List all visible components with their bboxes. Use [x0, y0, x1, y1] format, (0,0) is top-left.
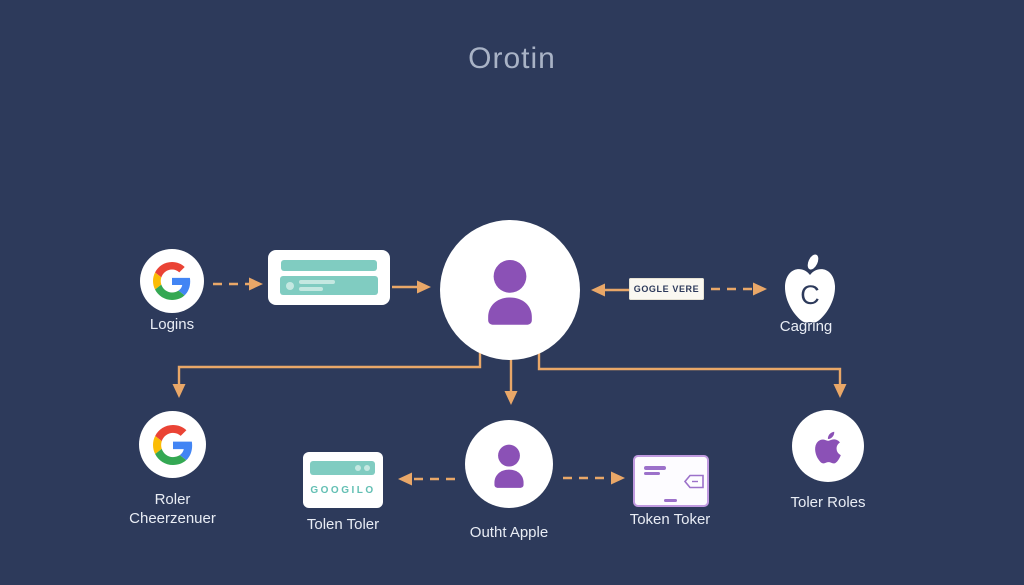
arrow-login-to-form	[213, 277, 263, 291]
arrow-user-to-roles-apple	[537, 345, 847, 398]
googilo-brand-text: GOOGILO	[310, 485, 376, 496]
form-button-bar	[280, 276, 378, 295]
apple-logo-icon	[815, 431, 841, 464]
oauth-user-node	[465, 420, 553, 508]
tag-icon	[683, 474, 704, 489]
google-login-label: Logins	[149, 316, 195, 333]
page-title: Orotin	[468, 42, 556, 75]
googilo-card: GOOGILO	[303, 452, 383, 508]
google-roles-label-line2: Cheerzenuer	[129, 510, 216, 527]
token-tag-card	[633, 455, 709, 507]
verify-label-text: GOGLE VERE	[633, 284, 700, 294]
arrow-verify-to-user	[591, 283, 629, 297]
apple-roles-node	[792, 410, 864, 482]
arrow-verify-to-apple	[711, 282, 767, 296]
arrow-user-to-roles-google	[172, 345, 482, 398]
apple-auth-label: Cagring	[779, 318, 833, 335]
token-card-label: Token Toker	[629, 511, 711, 528]
arrow-oauth-to-token	[563, 471, 625, 485]
googilo-bar-dot	[355, 465, 361, 471]
form-bar-dot	[286, 281, 294, 290]
verify-label-box: GOGLE VERE	[629, 278, 704, 300]
login-form-card	[268, 250, 390, 305]
googilo-bar-dot	[364, 465, 370, 471]
user-avatar-icon	[488, 260, 532, 325]
form-bar-line	[299, 287, 323, 291]
token-card-line	[644, 472, 660, 475]
google-roles-label: Roler Cheerzenuer	[92, 490, 253, 528]
googilo-card-label: Tolen Toler	[306, 516, 380, 533]
google-roles-node	[139, 411, 206, 478]
google-login-node	[140, 249, 204, 313]
token-card-line	[644, 466, 666, 470]
form-field-bar	[281, 260, 377, 271]
form-bar-line	[299, 280, 335, 284]
arrow-user-to-oauth-user	[504, 355, 518, 405]
central-user-node	[440, 220, 580, 360]
apple-c-monogram: C	[800, 280, 820, 310]
token-card-dash	[664, 499, 677, 502]
oauth-user-label: Outht Apple	[469, 524, 549, 541]
apple-roles-label: Toler Roles	[790, 494, 866, 511]
arrow-form-to-user	[392, 280, 431, 294]
google-logo-icon	[152, 424, 192, 465]
arrow-oauth-to-googilo	[398, 472, 455, 486]
google-logo-icon	[153, 262, 191, 300]
google-roles-label-line1: Roler	[154, 491, 191, 508]
googilo-card-bar	[310, 461, 375, 475]
user-avatar-icon	[494, 444, 524, 488]
apple-c-icon: C	[784, 254, 836, 323]
